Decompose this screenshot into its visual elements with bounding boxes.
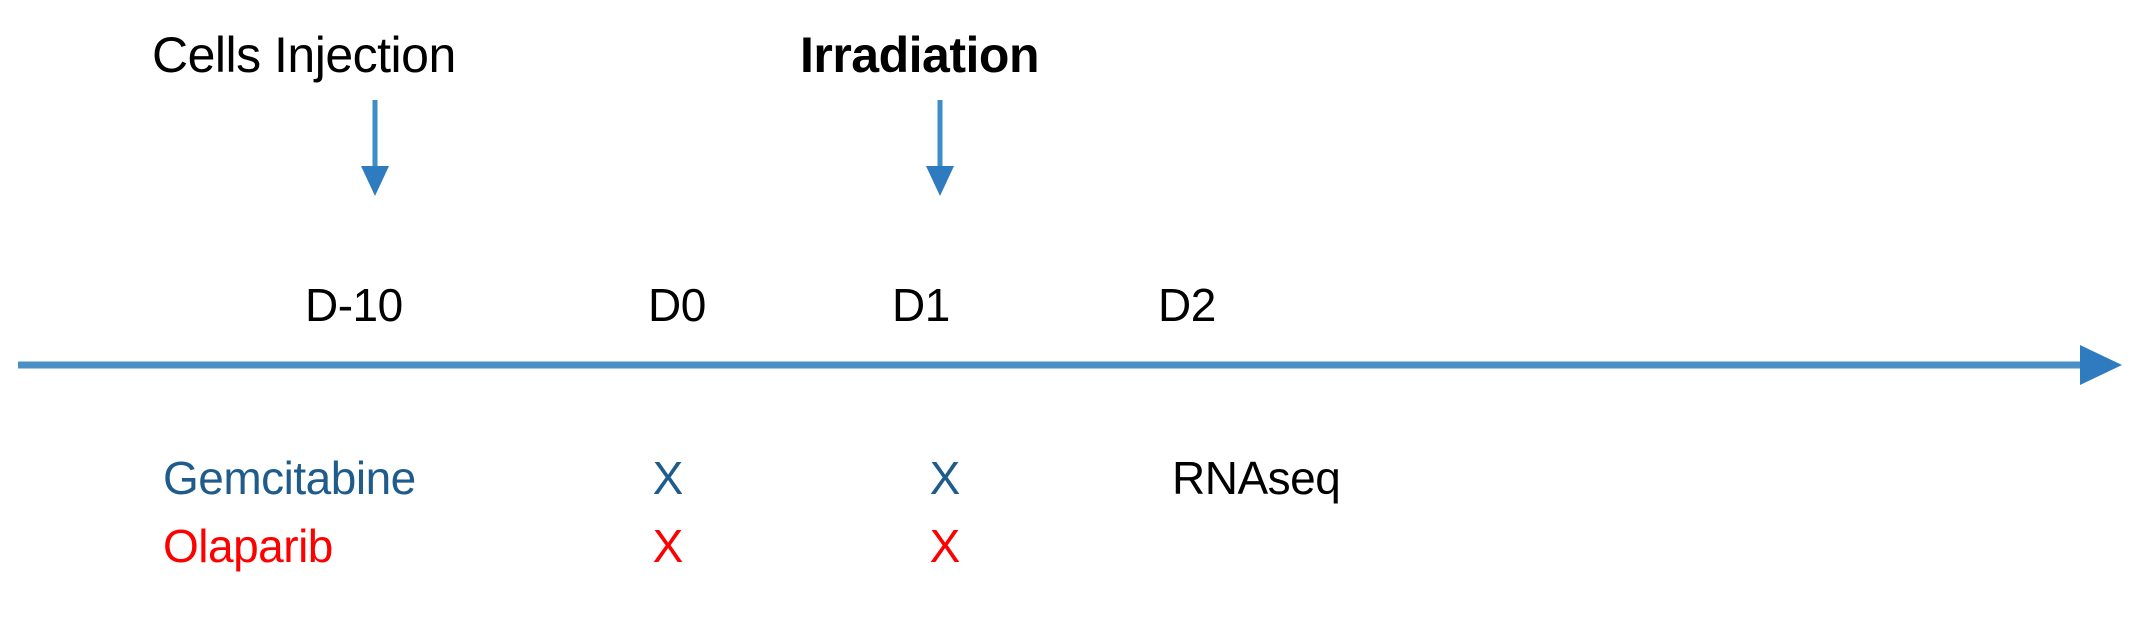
- day-label-d1: D1: [892, 279, 950, 331]
- timeline-axis-arrow: [18, 340, 2128, 390]
- treatment-mark-olaparib-d1: X: [929, 520, 961, 572]
- down-arrow-icon-irradiation: [920, 100, 960, 200]
- treatment-label-gemcitabine: Gemcitabine: [163, 452, 416, 504]
- day-label-d-minus-10: D-10: [305, 279, 403, 331]
- treatment-mark-gemcitabine-d0: X: [652, 452, 684, 504]
- assay-label-rnaseq: RNAseq: [1172, 452, 1341, 504]
- treatment-mark-gemcitabine-d1: X: [929, 452, 961, 504]
- day-label-d0: D0: [648, 279, 706, 331]
- event-label-cells-injection: Cells Injection: [152, 27, 456, 83]
- treatment-mark-olaparib-d0: X: [652, 520, 684, 572]
- down-arrow-icon-cells-injection: [355, 100, 395, 200]
- event-label-irradiation: Irradiation: [800, 27, 1039, 83]
- treatment-label-olaparib: Olaparib: [163, 520, 333, 572]
- day-label-d2: D2: [1158, 279, 1216, 331]
